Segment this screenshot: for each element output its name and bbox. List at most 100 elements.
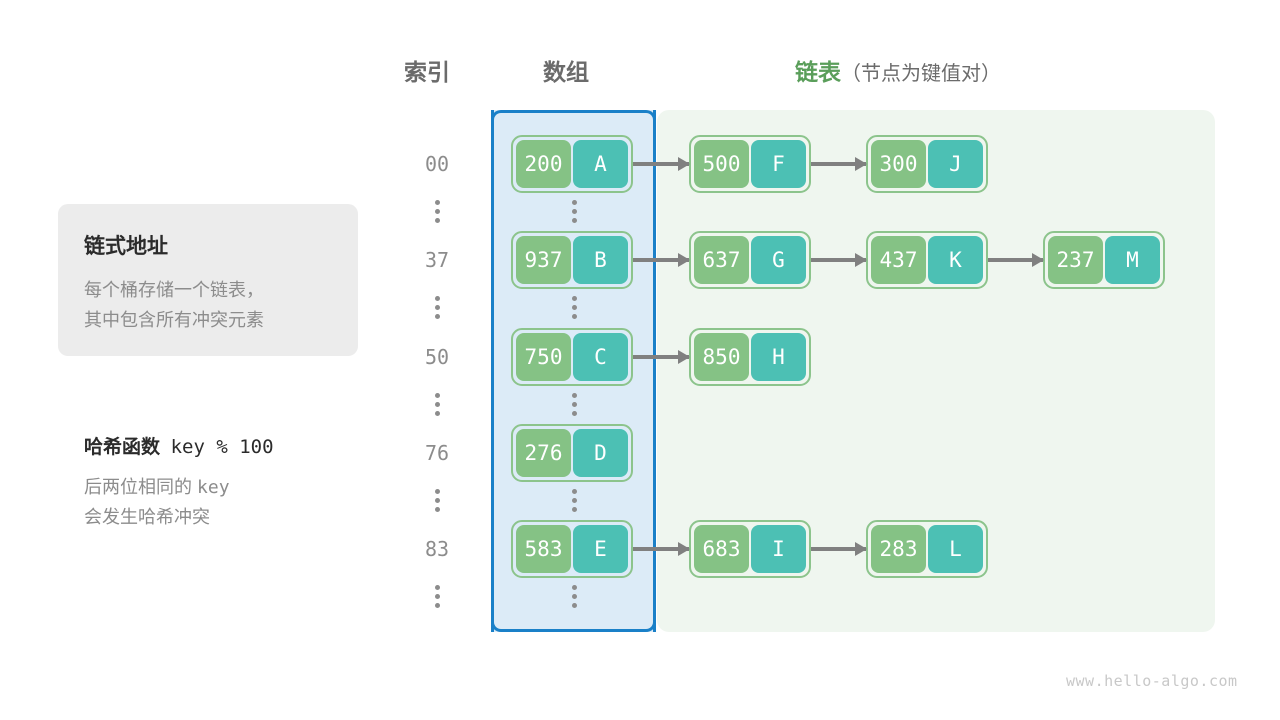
node-value: I <box>751 525 806 573</box>
bucket-index-label: 50 <box>424 345 450 369</box>
ellipsis-dot <box>434 585 440 590</box>
node-key: 637 <box>694 236 749 284</box>
node-value: F <box>751 140 806 188</box>
node-key: 583 <box>516 525 571 573</box>
node-key: 437 <box>871 236 926 284</box>
hash-function-label: 哈希函数 <box>84 437 161 458</box>
ellipsis-dot <box>571 585 577 590</box>
column-header-array: 数组 <box>543 59 589 85</box>
array-ellipsis <box>539 292 609 323</box>
ellipsis-dot <box>434 200 440 205</box>
chain-arrow <box>633 542 690 556</box>
ellipsis-dot <box>571 507 577 512</box>
info-box-title: 链式地址 <box>84 235 168 258</box>
column-header-linkedlist-sub: （节点为键值对） <box>841 63 1001 85</box>
bucket-index-label: 83 <box>424 537 450 561</box>
node-value: H <box>751 333 806 381</box>
chain-arrow <box>811 542 867 556</box>
ellipsis-dot <box>434 489 440 494</box>
node-key: 283 <box>871 525 926 573</box>
node-value: K <box>928 236 983 284</box>
node-key: 300 <box>871 140 926 188</box>
ellipsis-dot <box>571 402 577 407</box>
index-ellipsis <box>402 292 472 323</box>
node-key: 850 <box>694 333 749 381</box>
node-value: D <box>573 429 628 477</box>
node-key: 683 <box>694 525 749 573</box>
ellipsis-dot <box>571 594 577 599</box>
ellipsis-dot <box>434 603 440 608</box>
array-ellipsis <box>539 581 609 612</box>
chaining-info-box: 链式地址 每个桶存储一个链表， 其中包含所有冲突元素 <box>58 204 358 356</box>
ellipsis-dot <box>434 296 440 301</box>
ellipsis-dot <box>571 489 577 494</box>
hash-note-line-1: 后两位相同的 key <box>84 473 384 503</box>
chain-arrow <box>633 350 690 364</box>
ellipsis-dot <box>434 411 440 416</box>
index-ellipsis <box>402 389 472 420</box>
node-value: A <box>573 140 628 188</box>
info-box-line-1: 每个桶存储一个链表， <box>84 280 264 300</box>
ellipsis-dot <box>571 314 577 319</box>
hash-note-line-1-text: 后两位相同的 <box>84 477 192 497</box>
node-value: M <box>1105 236 1160 284</box>
node-value: C <box>573 333 628 381</box>
node-value: J <box>928 140 983 188</box>
ellipsis-dot <box>571 603 577 608</box>
node-value: G <box>751 236 806 284</box>
hash-function-body: 后两位相同的 key 会发生哈希冲突 <box>84 473 384 532</box>
ellipsis-dot <box>571 200 577 205</box>
chain-arrow <box>988 253 1044 267</box>
ellipsis-dot <box>434 209 440 214</box>
info-box-line-2: 其中包含所有冲突元素 <box>84 309 264 330</box>
bucket-index-label: 00 <box>424 152 450 176</box>
ellipsis-dot <box>434 594 440 599</box>
column-header-index: 索引 <box>404 59 450 85</box>
ellipsis-dot <box>434 402 440 407</box>
site-watermark: www.hello-algo.com <box>1066 672 1238 690</box>
ellipsis-dot <box>434 393 440 398</box>
bucket-index-label: 37 <box>424 248 450 272</box>
ellipsis-dot <box>571 498 577 503</box>
node-key: 276 <box>516 429 571 477</box>
node-key: 237 <box>1048 236 1103 284</box>
hash-function-expression: key % 100 <box>170 436 274 458</box>
info-box-body: 每个桶存储一个链表， 其中包含所有冲突元素 <box>84 276 358 335</box>
ellipsis-dot <box>571 296 577 301</box>
node-value: B <box>573 236 628 284</box>
bucket-index-label: 76 <box>424 441 450 465</box>
ellipsis-dot <box>571 209 577 214</box>
hash-note-line-1-code: key <box>197 477 230 498</box>
ellipsis-dot <box>434 498 440 503</box>
array-ellipsis <box>539 389 609 420</box>
chain-arrow <box>633 253 690 267</box>
node-key: 750 <box>516 333 571 381</box>
ellipsis-dot <box>571 393 577 398</box>
chain-arrow <box>811 253 867 267</box>
node-key: 937 <box>516 236 571 284</box>
node-value: L <box>928 525 983 573</box>
ellipsis-dot <box>571 218 577 223</box>
ellipsis-dot <box>434 507 440 512</box>
index-ellipsis <box>402 581 472 612</box>
array-ellipsis <box>539 196 609 227</box>
index-ellipsis <box>402 196 472 227</box>
chain-arrow <box>811 157 867 171</box>
